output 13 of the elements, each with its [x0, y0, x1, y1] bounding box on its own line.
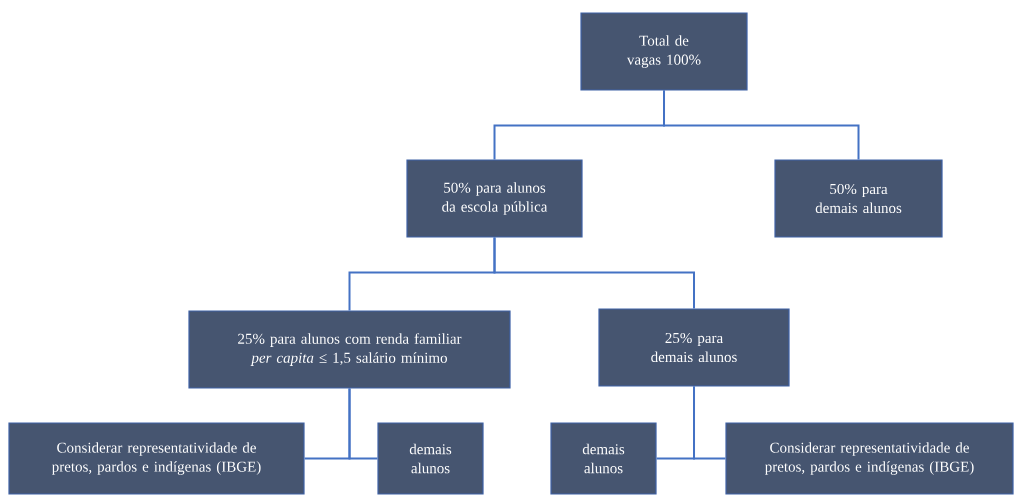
text-box: 50% para alunos da escola pública [406, 159, 583, 238]
connector-line [693, 385, 727, 460]
text-box: 25% para alunos com renda familiar per capita ≤ 1,5 salário mínimo [188, 310, 511, 389]
text-box: 50% para demais alunos [774, 159, 943, 238]
text-box: Total de vagas 100% [580, 12, 748, 91]
text-box: 25% para demais alunos [598, 308, 790, 387]
text-box: Considerar representatividade de pretos, pardos e indígenas (IBGE) [725, 422, 1014, 495]
text-box: Considerar representatividade de pretos, pardos e indígenas (IBGE) [8, 422, 305, 495]
text-box: demais alunos [377, 422, 484, 495]
connector-line [348, 387, 379, 460]
text-box: demais alunos [550, 422, 657, 495]
connector-line [663, 89, 860, 161]
connector-line [493, 236, 695, 310]
